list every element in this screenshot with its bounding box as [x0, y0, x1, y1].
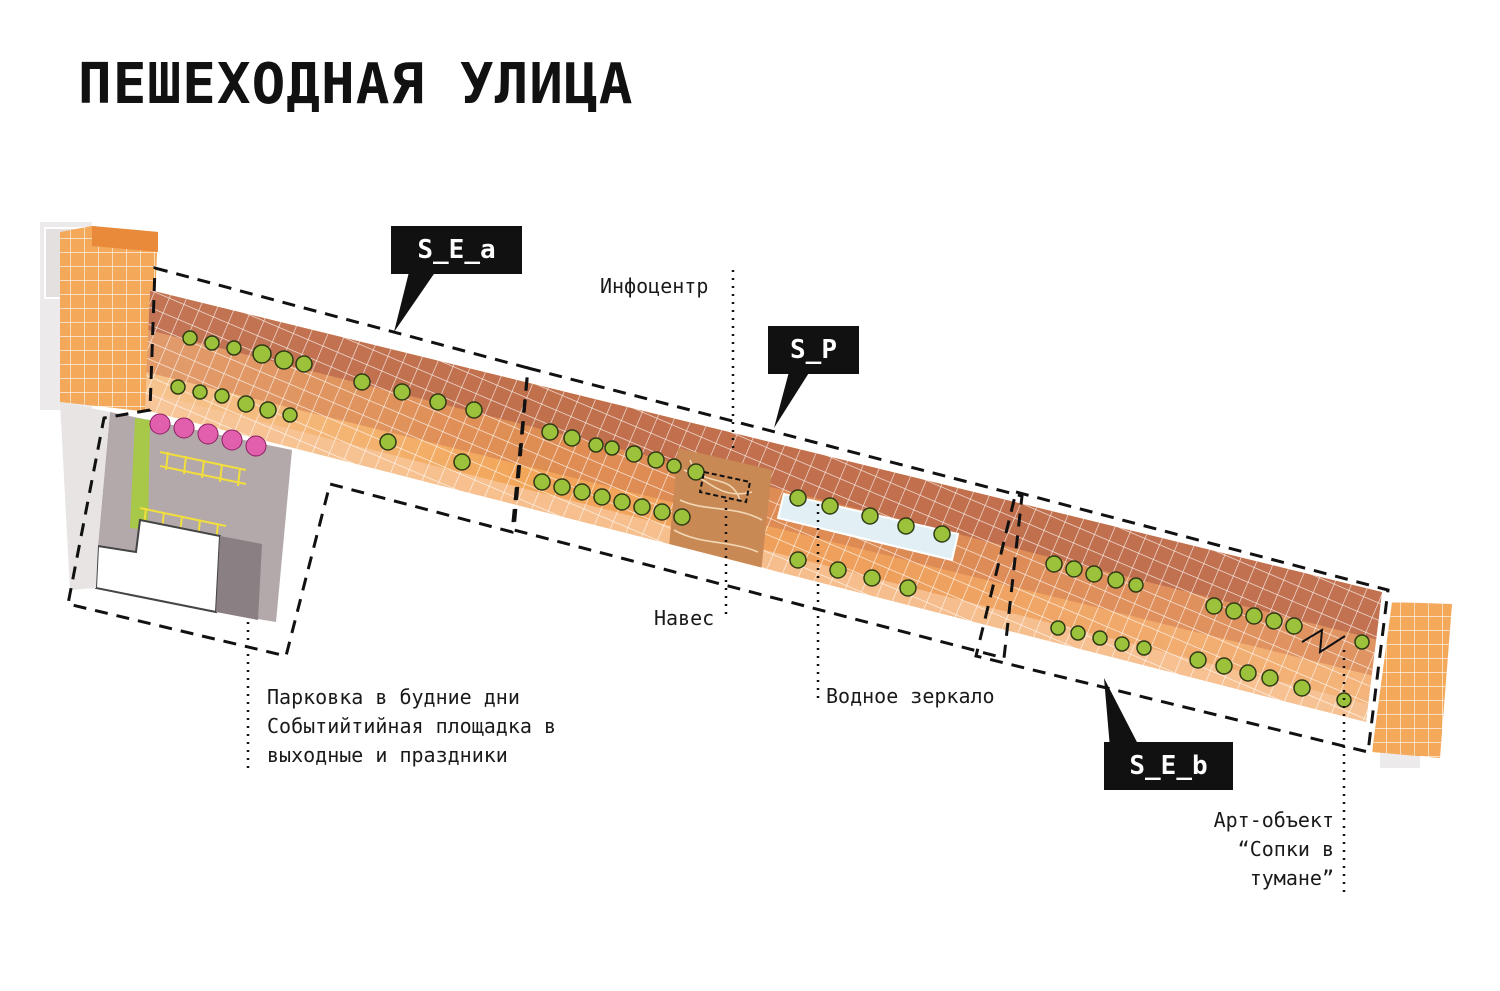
- flower-beds: [149, 413, 267, 457]
- leader-lines: [246, 270, 1346, 892]
- parking-event-area: [60, 402, 292, 622]
- trees: [170, 330, 1370, 708]
- canopy-marker: [698, 470, 752, 504]
- label-art-object: Арт-объект “Сопки в тумане”: [1180, 806, 1334, 893]
- label-water-mirror: Водное зеркало: [826, 684, 995, 708]
- label-parking-line-1: Парковка в будние дни: [267, 685, 520, 709]
- east-end-square: [1372, 602, 1452, 758]
- label-parking-line-2: Событийтийная площадка в: [267, 714, 556, 738]
- page-title: ПЕШЕХОДНАЯ УЛИЦА: [78, 52, 634, 117]
- label-art-line-2: “Сопки в: [1237, 837, 1334, 861]
- tag-s-e-a: S_E_a: [391, 226, 522, 274]
- label-art-line-3: тумане”: [1249, 866, 1334, 890]
- label-art-line-1: Арт-объект: [1213, 808, 1334, 832]
- frame-s-p: [512, 366, 1024, 660]
- section-frames: [66, 266, 1390, 754]
- label-infocenter: Инфоцентр: [600, 274, 709, 298]
- tag-s-p: S_P: [768, 326, 859, 374]
- label-parking: Парковка в будние дни Событийтийная площ…: [267, 683, 556, 770]
- callout-pointers: [394, 268, 1140, 748]
- tag-s-e-b: S_E_b: [1104, 742, 1233, 790]
- label-parking-line-3: выходные и праздники: [267, 743, 508, 767]
- label-canopy: Навес: [654, 606, 715, 630]
- west-end-square: [60, 226, 158, 412]
